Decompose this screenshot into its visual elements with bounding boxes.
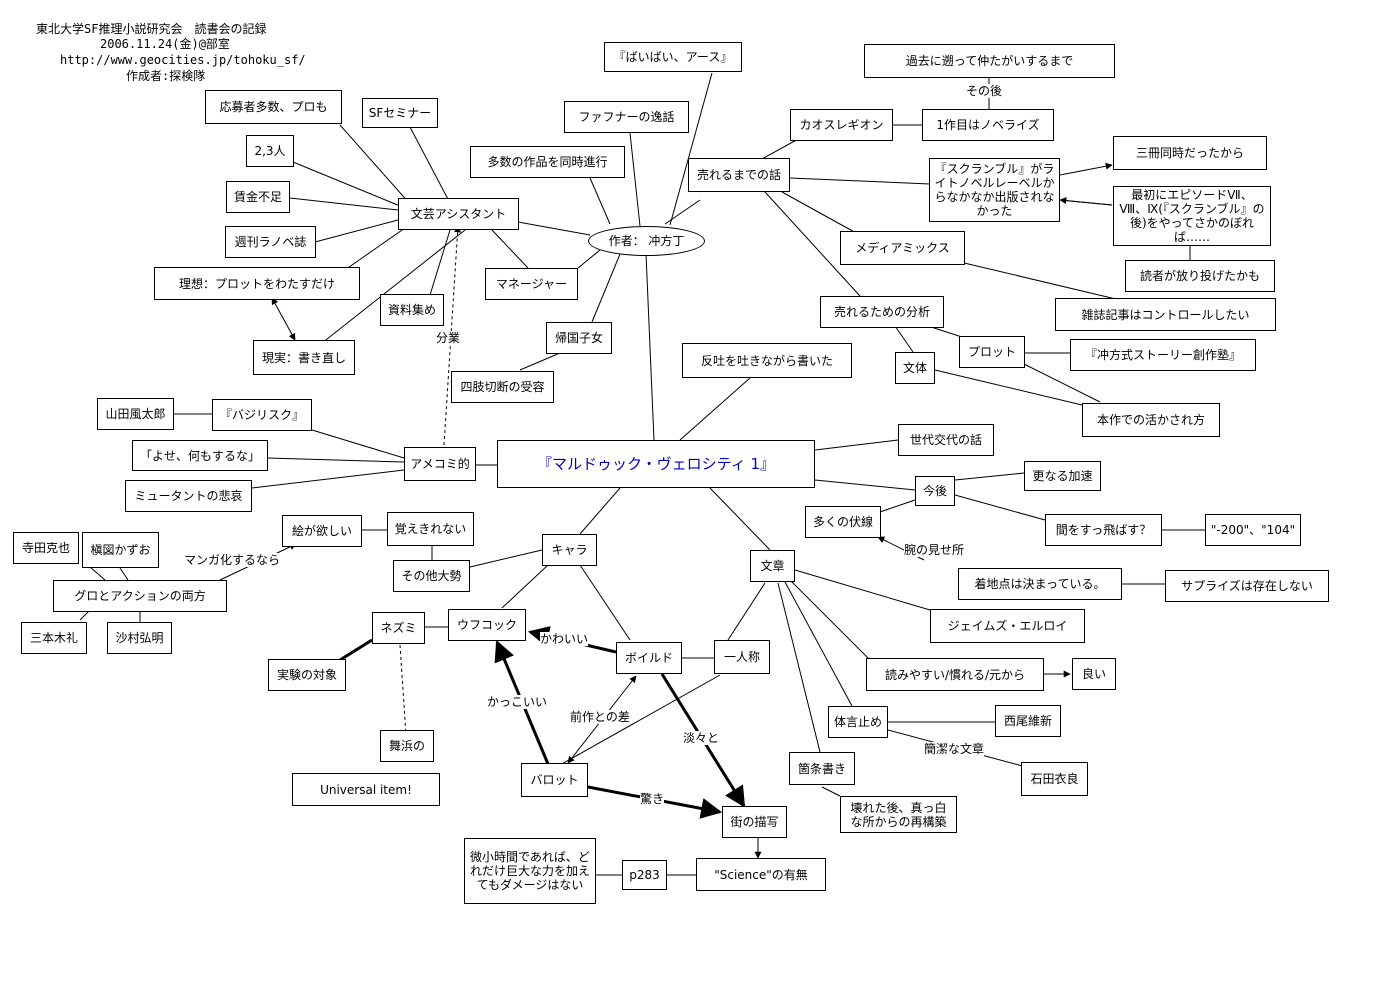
node-noun-ending: 体言止め (828, 706, 888, 738)
node-ishida-ira: 石田衣良 (1021, 762, 1088, 796)
edge-label-concise: 簡潔な文章 (924, 742, 985, 756)
node-good: 良い (1072, 658, 1116, 690)
node-terada: 寺田克也 (13, 532, 79, 564)
header-title: 東北大学SF推理小説研究会 読書会の記録 (36, 22, 267, 36)
edge-label-difference: 前作との差 (570, 710, 630, 724)
node-manager: マネージャー (485, 268, 578, 300)
node-limb-loss: 四肢切断の受容 (451, 371, 554, 403)
header-date: 2006.11.24(金)@部室 (100, 37, 230, 51)
node-multiple-works: 多数の作品を同時進行 (470, 146, 625, 178)
node-three-volumes: 三冊同時だったから (1113, 136, 1267, 170)
header-url: http://www.geocities.jp/tohoku_sf/ (60, 53, 306, 67)
node-style: 文体 (895, 352, 935, 384)
node-generation-change: 世代交代の話 (898, 424, 994, 456)
node-first-person: 一人称 (714, 640, 770, 674)
node-universal-item: Universal item! (292, 773, 440, 806)
node-weekly-magazine: 週刊ラノベ誌 (225, 226, 316, 258)
node-landing-decided: 着地点は決まっている。 (958, 568, 1122, 600)
node-samura: 沙村弘明 (107, 622, 172, 654)
node-prose: 文章 (750, 550, 795, 582)
node-plot: プロット (959, 336, 1025, 368)
node-bullet-points: 箇条書き (789, 752, 855, 785)
edge-label-showcase: 腕の見せ所 (904, 543, 965, 557)
author-node: 作者： 冲方丁 (588, 226, 705, 256)
node-experiment-subject: 実験の対象 (268, 659, 346, 691)
node-cannot-remember: 覚えきれない (387, 512, 474, 546)
node-page-283: p283 (622, 860, 667, 890)
node-city-description: 街の描写 (722, 806, 787, 838)
node-rat: ネズミ (372, 612, 425, 644)
node-skip-between: 間をすっ飛ばす？ (1045, 514, 1162, 546)
node-baibai-earth: 『ばいばい、アース』 (604, 42, 742, 72)
edge-label-plainly: 淡々と (683, 731, 720, 745)
node-mutant-sorrow: ミュータントの悲哀 (125, 480, 252, 512)
node-low-wage: 賃金不足 (226, 181, 290, 213)
node-until-selling: 売れるまでの話 (688, 158, 790, 192)
node-magazine-control: 雑誌記事はコントロールしたい (1055, 298, 1276, 331)
edge-label-surprise: 驚き (640, 792, 665, 806)
node-mimoto: 三本木礼 (21, 622, 87, 654)
node-foreshadowing: 多くの伏線 (805, 506, 881, 538)
node-science-presence: "Science"の有無 (696, 858, 826, 891)
node-returnee: 帰国子女 (546, 322, 612, 354)
node-numbers: "-200"、"104" (1205, 514, 1301, 546)
node-readable: 読みやすい/慣れる/元から (866, 658, 1044, 691)
node-rebuild-after-break: 壊れた後、真っ白な所からの再構築 (840, 796, 957, 833)
node-more-acceleration: 更なる加速 (1024, 461, 1101, 491)
node-go-back-past: 過去に遡って仲たがいするまで (864, 44, 1115, 78)
node-no-surprise: サプライズは存在しない (1165, 570, 1329, 602)
node-material-collection: 資料集め (380, 294, 444, 326)
edge-label-after: その後 (966, 84, 1003, 98)
node-story-school: 『冲方式ストーリー創作塾』 (1070, 339, 1256, 371)
node-ideal-plot: 理想：プロットをわたすだけ (154, 267, 360, 300)
node-applied-here: 本作での活かされ方 (1082, 403, 1220, 437)
node-reality-rewrite: 現実：書き直し (253, 340, 355, 375)
node-oeufcoque: ウフコック (448, 609, 526, 641)
node-characters: キャラ (542, 534, 597, 566)
node-fafner: ファフナーの逸話 (564, 101, 689, 133)
node-readers-quit: 読者が放り投げたかも (1125, 260, 1275, 292)
edge-label-division: 分業 (436, 331, 461, 345)
node-james-ellroy: ジェイムズ・エルロイ (930, 609, 1085, 643)
node-maihama: 舞浜の (380, 730, 434, 762)
node-many-applicants: 応募者多数、プロも (205, 90, 342, 124)
node-yamada: 山田風太郎 (97, 398, 174, 430)
node-wrote-vomiting: 反吐を吐きながら書いた (682, 343, 852, 378)
edge-label-cool: かっこいい (487, 695, 548, 709)
node-scramble: 『スクランブル』がライトノベルレーベルからなかなか出版されなかった (929, 158, 1060, 222)
node-american-comics: アメコミ的 (404, 447, 476, 481)
node-dont-do-anything: 「よせ、何もするな」 (132, 440, 268, 471)
node-episode-order: 最初にエピソードⅦ、Ⅷ、Ⅸ(『スクランブル』の後)をやってさかのぼれば…… (1113, 186, 1271, 246)
node-grotesque-action: グロとアクションの両方 (53, 580, 227, 612)
node-makuzu: 槇図かずお (82, 532, 159, 568)
node-future: 今後 (915, 476, 955, 506)
main-title-node: 『マルドゥック・ヴェロシティ 1』 (497, 440, 815, 488)
node-sales-analysis: 売れるための分析 (820, 296, 944, 328)
node-want-pictures: 絵が欲しい (282, 515, 362, 547)
node-tiny-time-force: 微小時間であれば、どれだけ巨大な力を加えてもダメージはない (464, 838, 596, 904)
node-first-novelization: 1作目はノベライズ (922, 109, 1054, 141)
node-literary-assistant: 文芸アシスタント (398, 198, 519, 230)
node-media-mix: メディアミックス (840, 231, 965, 265)
node-nisio-isin: 西尾維新 (995, 705, 1061, 737)
edge-label-cute: かわいい (540, 632, 589, 646)
header-author: 作成者:探検隊 (126, 69, 206, 83)
node-basilisk: 『バジリスク』 (212, 399, 312, 431)
node-boiled: ボイルド (616, 642, 682, 674)
node-two-three-people: 2,3人 (246, 135, 294, 167)
node-chaos-legion: カオスレギオン (790, 109, 893, 141)
node-balot: バロット (521, 763, 588, 797)
node-many-others: その他大勢 (393, 560, 470, 592)
edge-label-manga: マンガ化するなら (184, 553, 281, 567)
node-sf-seminar: SFセミナー (362, 98, 438, 128)
